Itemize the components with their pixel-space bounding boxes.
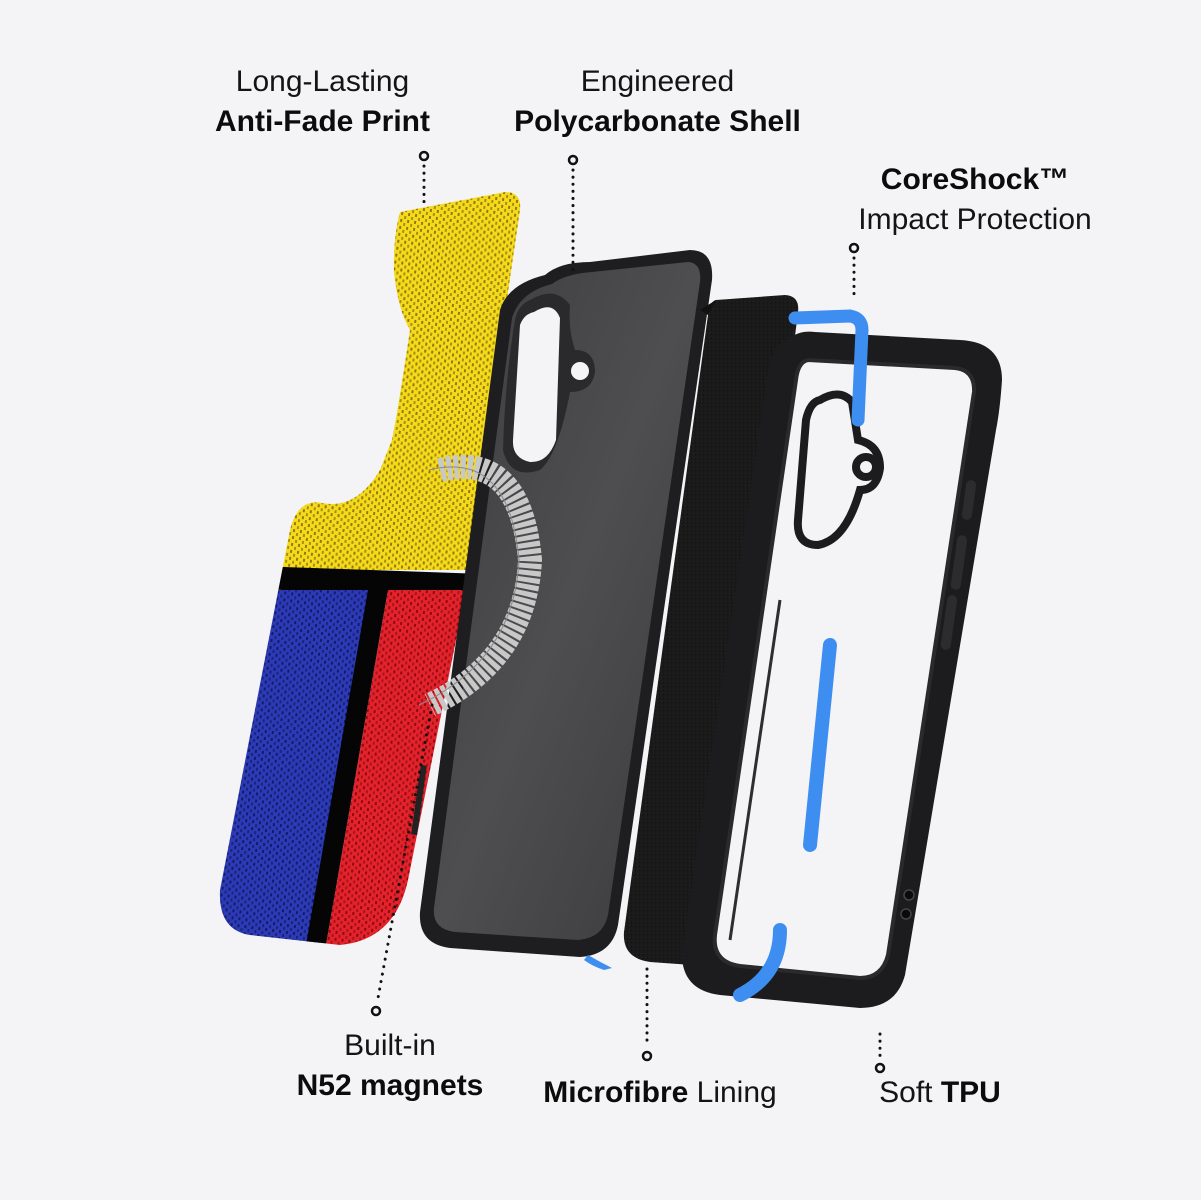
- callout-shell-line2: Polycarbonate Shell: [514, 105, 801, 138]
- leader-line-tpu: [874, 1032, 886, 1074]
- callout-tpu-regular: Soft: [879, 1076, 941, 1109]
- callout-anti-fade-print: Long-Lasting Anti-Fade Print: [170, 62, 475, 142]
- callout-polycarbonate-shell: Engineered Polycarbonate Shell: [480, 62, 835, 142]
- leader-line-shell: [567, 154, 579, 272]
- callout-coreshock-line2: Impact Protection: [858, 203, 1092, 236]
- callout-soft-tpu: Soft TPU: [845, 1073, 1035, 1113]
- callout-magnets-line2: N52 magnets: [296, 1069, 484, 1102]
- coreshock-inserts: [584, 309, 869, 1002]
- shell-layer: [411, 250, 713, 957]
- callout-print-line2: Anti-Fade Print: [215, 105, 430, 138]
- callout-microfibre-lining: Microfibre Lining: [505, 1073, 815, 1113]
- callout-coreshock-line1: CoreShock™: [880, 163, 1070, 196]
- callout-lining-regular: Lining: [688, 1076, 777, 1109]
- leader-line-print: [418, 150, 430, 208]
- leader-line-lining: [641, 967, 653, 1062]
- callout-n52-magnets: Built-in N52 magnets: [270, 1026, 510, 1106]
- callout-magnets-line1: Built-in: [344, 1029, 436, 1062]
- callout-tpu-bold: TPU: [940, 1076, 1001, 1109]
- callout-lining-bold: Microfibre: [543, 1076, 689, 1109]
- leader-line-coreshock: [848, 242, 860, 302]
- callout-shell-line1: Engineered: [580, 65, 735, 98]
- magnet-ring: [418, 454, 543, 716]
- callout-coreshock: CoreShock™ Impact Protection: [820, 160, 1130, 240]
- leader-line-magnets: [370, 703, 434, 1017]
- callout-print-line1: Long-Lasting: [235, 65, 410, 98]
